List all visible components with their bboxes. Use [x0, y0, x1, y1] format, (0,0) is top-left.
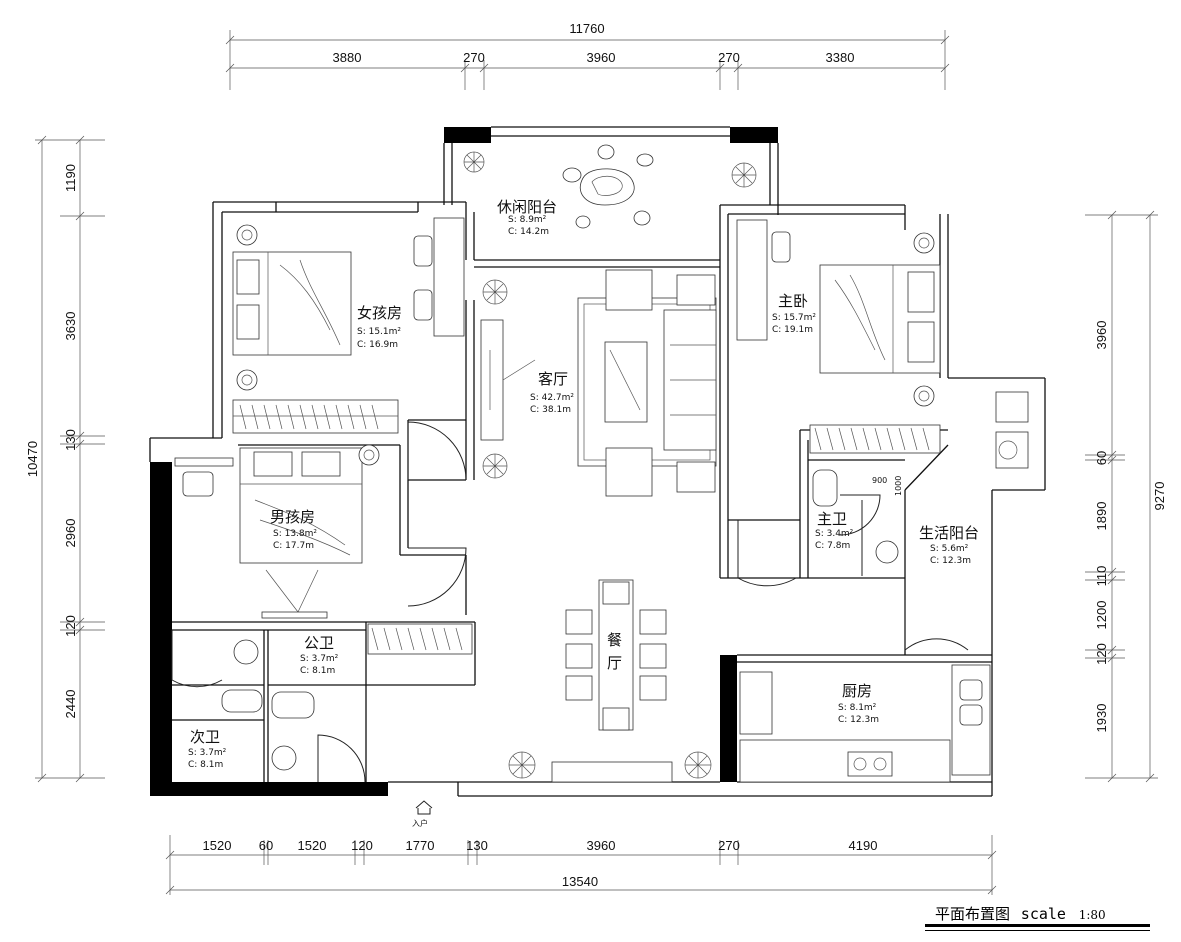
room-labels: 休闲阳台 S: 8.9m² C: 14.2m 女孩房 S: 15.1m² C: … [188, 198, 979, 828]
dim-top: 3880 [333, 50, 362, 65]
room-perimeter: C: 19.1m [772, 325, 813, 335]
room-name: 女孩房 [357, 304, 402, 322]
room-name: 厨房 [842, 682, 872, 700]
dim-right: 60 [1094, 451, 1109, 465]
dining-char-1: 餐 [607, 631, 622, 649]
room-area: S: 8.1m² [838, 703, 877, 713]
entrance-arrow-icon [415, 800, 433, 815]
room-perimeter: C: 38.1m [530, 405, 571, 415]
shower-dim-width: 900 [872, 476, 887, 485]
room-perimeter: C: 8.1m [188, 760, 223, 770]
dimension-lines [35, 30, 1158, 895]
room-perimeter: C: 8.1m [300, 666, 335, 676]
room-area: S: 5.6m² [930, 544, 969, 554]
room-name: 公卫 [304, 634, 334, 652]
dim-right: 120 [1094, 643, 1109, 665]
title-underline-thin [925, 930, 1150, 931]
title-text: 平面布置图 [935, 905, 1011, 923]
plant-icon [463, 151, 757, 779]
room-area: S: 3.7m² [300, 654, 339, 664]
room-public-bath: 公卫 S: 3.7m² C: 8.1m [300, 634, 339, 676]
room-area: S: 3.7m² [188, 748, 227, 758]
dim-bottom: 270 [718, 838, 740, 853]
entrance-label: 入户 [412, 818, 428, 828]
room-dining: 餐 厅 [607, 631, 622, 672]
dim-top: 270 [463, 50, 485, 65]
room-utility-balcony: 生活阳台 S: 5.6m² C: 12.3m [919, 524, 979, 566]
room-kitchen: 厨房 S: 8.1m² C: 12.3m [838, 682, 879, 725]
room-master-bath: 主卫 S: 3.4m² C: 7.8m [815, 510, 854, 551]
room-name: 主卧 [778, 292, 808, 310]
dim-bottom: 120 [351, 838, 373, 853]
doors [171, 421, 969, 783]
dim-bottom: 4190 [849, 838, 878, 853]
furniture [174, 144, 1029, 815]
room-perimeter: C: 12.3m [838, 715, 879, 725]
dim-left: 130 [63, 429, 78, 451]
room-area: S: 15.7m² [772, 313, 816, 323]
dim-bottom: 1520 [298, 838, 327, 853]
scale-word: scale [1020, 905, 1066, 923]
room-perimeter: C: 17.7m [273, 541, 314, 551]
room-name: 休闲阳台 [497, 198, 557, 216]
dim-right: 1200 [1094, 601, 1109, 630]
room-name: 次卫 [190, 728, 220, 746]
room-area: S: 42.7m² [530, 393, 574, 403]
room-name: 男孩房 [270, 508, 315, 526]
dim-left: 2440 [63, 690, 78, 719]
dim-left: 1190 [63, 164, 78, 192]
room-perimeter: C: 14.2m [508, 227, 549, 237]
walls [149, 126, 1046, 797]
room-perimeter: C: 12.3m [930, 556, 971, 566]
room-area: S: 8.9m² [508, 215, 547, 225]
room-second-bath: 次卫 S: 3.7m² C: 8.1m [188, 728, 227, 770]
dim-right: 110 [1094, 566, 1109, 587]
dimension-labels: 11760 3880 270 3960 270 3380 1520 60 152… [25, 21, 1167, 889]
room-living: 客厅 S: 42.7m² C: 38.1m [530, 370, 574, 415]
room-leisure-balcony: 休闲阳台 S: 8.9m² C: 14.2m [497, 198, 557, 237]
dining-char-2: 厅 [607, 654, 622, 672]
dim-top: 3380 [826, 50, 855, 65]
dim-bottom: 1770 [406, 838, 435, 853]
dim-right: 1890 [1094, 502, 1109, 531]
room-name: 生活阳台 [919, 524, 979, 542]
room-perimeter: C: 16.9m [357, 340, 398, 350]
shower-dim-depth: 1000 [894, 476, 903, 496]
dim-right: 3960 [1094, 321, 1109, 350]
dim-left: 2960 [63, 519, 78, 548]
dim-left-total: 10470 [25, 441, 40, 477]
room-area: S: 13.8m² [273, 529, 317, 539]
room-perimeter: C: 7.8m [815, 541, 850, 551]
dim-bottom: 130 [466, 838, 488, 853]
dim-left: 3630 [63, 312, 78, 341]
dim-top-total: 11760 [569, 21, 604, 36]
room-area: S: 3.4m² [815, 529, 854, 539]
dim-left: 120 [63, 615, 78, 637]
drawing-title: 平面布置图 scale 1:80 [935, 903, 1106, 924]
dim-bottom: 1520 [203, 838, 232, 853]
room-girls: 女孩房 S: 15.1m² C: 16.9m [357, 304, 402, 350]
dim-bottom: 3960 [587, 838, 616, 853]
room-boys: 男孩房 S: 13.8m² C: 17.7m [270, 508, 317, 551]
room-master-bedroom: 主卧 S: 15.7m² C: 19.1m [772, 292, 816, 335]
room-name: 主卫 [817, 510, 847, 528]
dim-top: 3960 [587, 50, 616, 65]
title-underline [925, 924, 1150, 927]
scale-ratio: 1:80 [1078, 908, 1106, 922]
dim-top: 270 [718, 50, 740, 65]
dim-right: 1930 [1094, 704, 1109, 733]
dim-bottom: 60 [259, 838, 273, 853]
dim-right-total: 9270 [1152, 482, 1167, 511]
room-name: 客厅 [538, 370, 568, 388]
room-area: S: 15.1m² [357, 327, 401, 337]
dim-bottom-total: 13540 [562, 874, 598, 889]
